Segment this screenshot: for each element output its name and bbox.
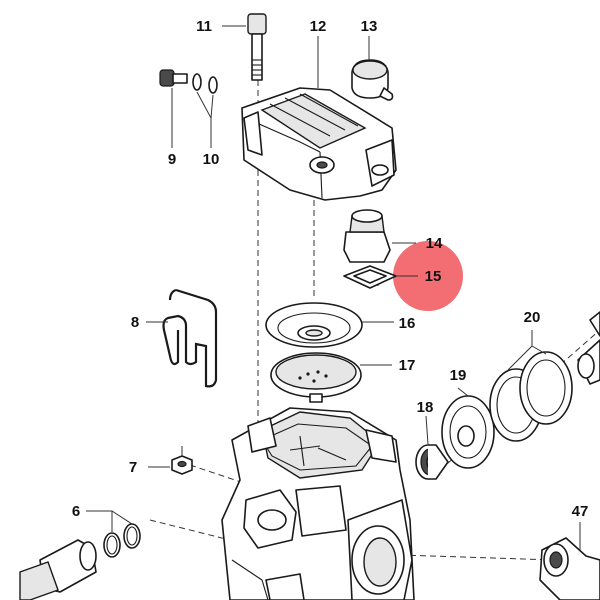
callout-7: 7: [129, 459, 137, 476]
part-15-gasket: [343, 265, 397, 289]
callout-13: 13: [361, 18, 378, 35]
callout-14: 14: [426, 235, 443, 252]
callout-47: 47: [572, 503, 589, 520]
part-shaft-right: [577, 311, 600, 385]
part-11-bolt: [247, 13, 267, 81]
callout-10: 10: [203, 151, 220, 168]
callout-labels: 11 12 13 9 10 14 15 16 17 8 7 6 18 19 20…: [72, 18, 589, 520]
part-8-wire-clip: [162, 288, 218, 388]
part-13-cap: [351, 59, 394, 101]
callout-6: 6: [72, 503, 80, 520]
callout-18: 18: [417, 399, 434, 416]
callout-12: 12: [310, 18, 327, 35]
callout-9: 9: [168, 151, 176, 168]
part-14-fitting: [343, 209, 391, 263]
part-9-screw: [159, 69, 188, 87]
callout-8: 8: [131, 314, 139, 331]
part-20-rings: [489, 351, 573, 442]
callout-15: 15: [425, 268, 442, 285]
part-10-washers: [192, 73, 218, 94]
highlight-circle-15: [393, 241, 463, 311]
part-47-con-rod: [539, 537, 600, 600]
part-6-o-rings: [103, 523, 141, 558]
callout-20: 20: [524, 309, 541, 326]
part-7-nut: [171, 455, 193, 475]
part-16-diaphragm: [265, 302, 363, 348]
part-19-washer: [441, 395, 495, 469]
callout-19: 19: [450, 367, 467, 384]
callout-17: 17: [399, 357, 416, 374]
part-12-head-cover: [241, 87, 397, 201]
callout-11: 11: [196, 18, 212, 35]
leader-lines: [86, 25, 581, 550]
part-17-plate: [270, 352, 362, 403]
callout-16: 16: [399, 315, 416, 332]
pump-body: [221, 407, 415, 600]
part-18-bearing: [415, 444, 449, 480]
part-adaptor-bottom-left: [19, 539, 97, 600]
